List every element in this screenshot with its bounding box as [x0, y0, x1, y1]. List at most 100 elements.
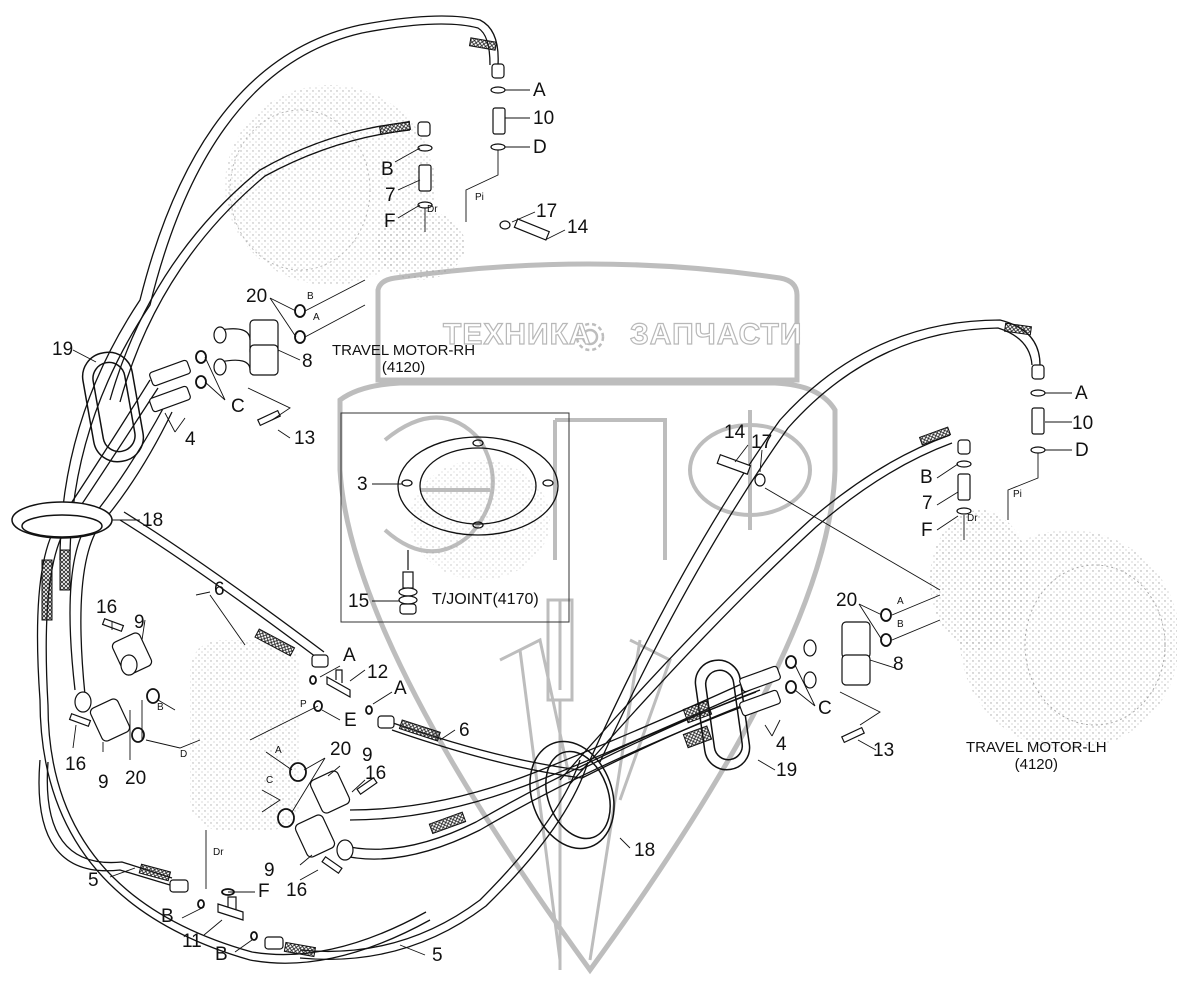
- callout-20-d: 20: [836, 590, 858, 611]
- hoses: [36, 15, 1041, 964]
- watermark-text-right: ЗАПЧАСТИ: [629, 317, 803, 351]
- callout-16-d: 16: [286, 880, 308, 901]
- callout-19: 19: [52, 339, 74, 360]
- port-label-b-lh: B: [897, 619, 904, 630]
- callout-9-a: 9: [134, 612, 145, 633]
- callout-12: 12: [367, 662, 389, 683]
- callout-C: C: [231, 396, 245, 417]
- callout-B-tj2: B: [215, 944, 228, 965]
- bolt-16-d: [321, 855, 343, 875]
- adapter-7-lh: [957, 473, 971, 501]
- travel-motor-lh-ghost: [930, 510, 1177, 750]
- callout-3: 3: [357, 474, 368, 495]
- callout-7-lh: 7: [922, 493, 933, 514]
- turning-joint-title: T/JOINT(4170): [432, 591, 539, 608]
- callout-B-lh: B: [920, 467, 933, 488]
- callout-F-tj: F: [258, 881, 270, 902]
- callout-20-b: 20: [125, 768, 147, 789]
- port-label-a-lh: A: [897, 596, 904, 607]
- tee-12: [326, 669, 351, 699]
- bolt-13-rh: [256, 409, 282, 427]
- callout-14-lh: 14: [724, 422, 746, 443]
- callout-13-lh: 13: [873, 740, 895, 761]
- port-label-pi-lh: Pi: [1013, 489, 1022, 500]
- port-label-dr: Dr: [427, 204, 438, 215]
- fitting-part-15: [398, 550, 418, 615]
- callout-B-tj1: B: [161, 906, 174, 927]
- callout-18: 18: [142, 510, 164, 531]
- connector-4-rh: [149, 359, 191, 387]
- travel-motor-lh-title: TRAVEL MOTOR-LH(4120): [966, 739, 1107, 773]
- callout-18-lh: 18: [634, 840, 656, 861]
- callout-16-a: 16: [96, 597, 118, 618]
- callout-7: 7: [385, 185, 396, 206]
- fittings: [68, 63, 1046, 950]
- port-label-p-tj: P: [300, 699, 307, 710]
- adapter-10-lh: [1031, 407, 1045, 435]
- bolt-16-a: [101, 617, 125, 633]
- callout-C-lh: C: [818, 698, 832, 719]
- callout-15: 15: [348, 591, 370, 612]
- callout-16-c: 16: [365, 763, 387, 784]
- watermark-wheat: [499, 598, 672, 970]
- callout-5-b: 5: [432, 945, 443, 966]
- callout-9-b: 9: [98, 772, 109, 793]
- gasket-part-3: [397, 436, 559, 536]
- callout-D: D: [533, 137, 547, 158]
- hose-braid-sleeves: [41, 37, 1032, 958]
- port-label-pi: Pi: [475, 192, 484, 203]
- split-flange-9-d: [294, 814, 336, 858]
- adapter-10-rh: [492, 107, 506, 135]
- port-label-d-tj: D: [180, 749, 188, 760]
- callout-F: F: [384, 211, 396, 232]
- callout-14: 14: [567, 217, 589, 238]
- port-label-b: B: [307, 291, 314, 302]
- leader-lines: [72, 89, 1072, 956]
- port-label-dr-tj: Dr: [213, 847, 224, 858]
- gear-icon: [575, 322, 605, 352]
- callout-8-lh: 8: [893, 654, 904, 675]
- callout-19-lh: 19: [776, 760, 798, 781]
- port-label-dr-lh: Dr: [967, 513, 978, 524]
- port-label-c-tj: C: [266, 775, 274, 786]
- turning-joint-inset-frame: [340, 412, 570, 623]
- callout-A-tj1: A: [343, 645, 356, 666]
- clamp-19-upper: [81, 351, 145, 463]
- tee-11: [217, 896, 244, 921]
- callout-E: E: [344, 710, 357, 731]
- callout-A: A: [533, 80, 546, 101]
- port-label-b-tj: B: [157, 702, 164, 713]
- watermark-shield-top: [375, 261, 800, 383]
- callout-13: 13: [294, 428, 316, 449]
- turning-joint-ghost: [190, 460, 550, 830]
- callout-6-b: 6: [459, 720, 470, 741]
- travel-motor-rh-ghost: [225, 85, 465, 285]
- bolt-16-c: [356, 776, 378, 796]
- callout-9-d: 9: [264, 860, 275, 881]
- watermark-text-left: ТЕХНИКА: [442, 317, 592, 351]
- callout-20: 20: [246, 286, 268, 307]
- callout-11: 11: [182, 931, 202, 952]
- callout-F-lh: F: [921, 520, 933, 541]
- bolt-14-lh: [716, 453, 752, 475]
- callout-D-lh: D: [1075, 440, 1089, 461]
- adapter-7-rh: [418, 164, 432, 192]
- callout-17-lh: 17: [751, 432, 773, 453]
- split-flange-9-c: [309, 770, 351, 814]
- callout-B: B: [381, 159, 394, 180]
- split-flange-9-b: [89, 698, 131, 742]
- callout-10-lh: 10: [1072, 413, 1094, 434]
- callout-20-c: 20: [330, 739, 352, 760]
- callout-4: 4: [185, 429, 196, 450]
- watermark: [337, 261, 838, 975]
- callout-6: 6: [214, 579, 225, 600]
- bolt-16-b: [68, 712, 92, 728]
- callout-5-a: 5: [88, 870, 99, 891]
- callout-4-lh: 4: [776, 734, 787, 755]
- callout-17: 17: [536, 201, 558, 222]
- bolt-13-lh: [840, 726, 866, 744]
- flange-8-lh: [841, 621, 871, 659]
- port-label-a-tj: A: [275, 745, 282, 756]
- travel-motor-rh-title: TRAVEL MOTOR-RH(4120): [332, 342, 476, 376]
